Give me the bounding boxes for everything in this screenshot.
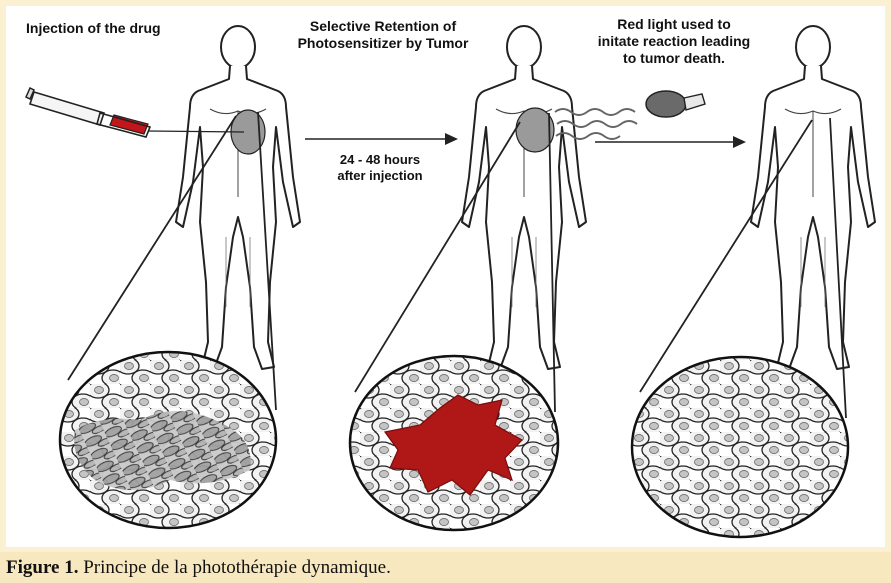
label-retention: Selective Retention of Photosensitizer b… <box>278 18 488 52</box>
figure-caption: Figure 1. Principe de la photothérapie d… <box>6 557 391 579</box>
body-figure-3 <box>751 26 875 369</box>
body-figure-2 <box>462 26 586 369</box>
label-time: 24 - 48 hours after injection <box>320 152 440 184</box>
arrow-time <box>305 133 458 145</box>
caption-prefix: Figure 1. <box>6 557 78 578</box>
label-injection: Injection of the drug <box>26 20 161 37</box>
label-red-light: Red light used to initate reaction leadi… <box>578 16 770 67</box>
red-light-icon <box>555 91 705 139</box>
tissue-circle-2 <box>345 352 565 532</box>
tissue-circle-3 <box>628 354 853 540</box>
body-figure-1 <box>176 26 300 369</box>
tissue-circle-1 <box>55 348 285 533</box>
caption-text: Principe de la photothérapie dynamique. <box>78 557 390 578</box>
